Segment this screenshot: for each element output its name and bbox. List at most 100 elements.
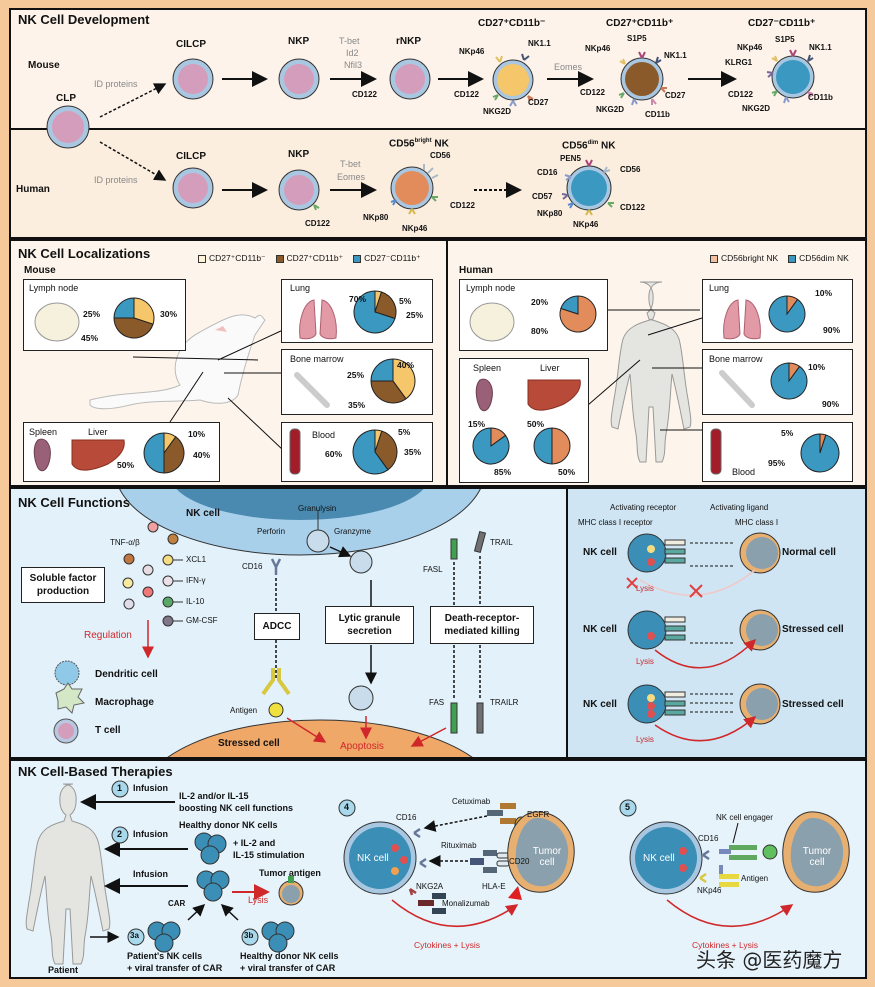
nk-cell-nucleus <box>176 489 424 520</box>
pie-slice <box>113 297 135 319</box>
lysis-label-row2: Lysis <box>636 657 654 666</box>
stage2-cell <box>618 51 667 106</box>
legend-label: CD56dim NK <box>799 253 849 263</box>
pie-label: 95% <box>768 458 786 468</box>
fas-icon <box>450 702 458 734</box>
nkp-label-human: NKP <box>288 149 310 160</box>
blood-tube-icon <box>289 428 301 475</box>
stage3-cd122: CD122 <box>728 90 753 99</box>
il10-label: IL-10 <box>186 597 205 606</box>
cd56dim-cell <box>561 159 614 216</box>
recognition-row-stressed1 <box>627 609 781 669</box>
pie-label: 10% <box>808 362 826 372</box>
normal-cell-label: Normal cell <box>782 547 836 558</box>
pie-slice <box>374 430 398 471</box>
step1-badge <box>111 780 129 798</box>
clp-label: CLP <box>56 93 76 104</box>
lysis-blocked-label: Lysis <box>636 584 654 593</box>
cilcp-cell-mouse <box>172 58 214 100</box>
pie-label: 85% <box>494 467 512 477</box>
lysis-label-car: Lysis <box>248 895 269 905</box>
tumor-cell-step4-label: Tumor cell <box>532 846 562 868</box>
perforin-label: Perforin <box>257 527 286 536</box>
pie-label: 15% <box>468 419 486 429</box>
pie-label: 50% <box>558 467 576 477</box>
antibody-icon <box>261 668 291 696</box>
legend-item: CD56bright NK <box>710 253 778 263</box>
nk-cell-row3: NK cell <box>583 699 617 710</box>
factor-tbet-mouse: T-bet <box>339 36 360 46</box>
pie-label: 40% <box>193 450 211 460</box>
therapies-title: NK Cell-Based Therapies <box>18 764 173 779</box>
rnkp-marker: CD122 <box>352 90 377 99</box>
cd56bright-cell <box>390 164 439 215</box>
cd56bright-suffix: NK <box>431 138 449 150</box>
trailr-icon <box>476 702 484 734</box>
cd16-receptor <box>413 827 421 839</box>
monalizumab-antibody <box>418 893 446 914</box>
legend-swatch <box>198 254 206 263</box>
stage2-title: CD27⁺CD11b⁺ <box>606 18 674 29</box>
spleen-icon <box>475 378 493 412</box>
stage2-cd122: CD122 <box>580 88 605 97</box>
step3b-text1: Healthy donor NK cells <box>240 951 339 961</box>
nk-cell-step4 <box>343 821 417 895</box>
engager-label: NK cell engager <box>716 813 773 822</box>
nkg2a-receptor <box>408 887 417 896</box>
t-cell-label: T cell <box>95 725 121 736</box>
therapies-panel <box>9 759 867 979</box>
divider <box>566 489 568 757</box>
step2-text1: + IL-2 and <box>233 838 276 848</box>
patient-nk-cluster <box>147 921 181 953</box>
step2-infusion: Infusion <box>133 829 168 839</box>
patient-label: Patient <box>48 965 79 975</box>
human-legend: CD56bright NK CD56dim NK <box>710 253 849 263</box>
legend-swatch <box>275 254 284 263</box>
donor-nk-cluster-3b <box>261 921 295 953</box>
cd56dim-suffix: NK <box>598 140 616 152</box>
bright-nkp46: NKp46 <box>402 224 428 233</box>
spleen-icon <box>33 438 51 472</box>
factor-eomes-human: Eomes <box>337 172 366 182</box>
step3-infusion: Infusion <box>133 869 168 879</box>
step5-outcome: Cytokines + Lysis <box>692 940 759 950</box>
factor-nfil3: Nfil3 <box>344 60 363 70</box>
bone-icon <box>719 370 755 408</box>
pie-label: 25% <box>406 310 424 320</box>
development-title: NK Cell Development <box>18 12 150 27</box>
id-proteins-mouse: ID proteins <box>94 79 138 89</box>
stage2-nkg2d: NKG2D <box>596 105 625 114</box>
pie-label: 50% <box>117 460 135 470</box>
tnf-label: TNF-α/β <box>110 538 140 547</box>
localizations-title: NK Cell Localizations <box>18 246 151 261</box>
step4-badge <box>338 799 356 817</box>
t-cell-icon <box>53 718 79 744</box>
trailr-label: TRAILR <box>490 698 519 707</box>
cd16-label: CD16 <box>242 562 263 571</box>
step4-outcome: Cytokines + Lysis <box>414 940 481 950</box>
cilcp-label-mouse: CILCP <box>176 39 206 50</box>
pie-chart <box>800 433 840 473</box>
activating-receptor-label: Activating receptor <box>610 503 677 512</box>
pie-slice <box>551 427 571 465</box>
nk-cell-row2: NK cell <box>583 624 617 635</box>
nk-cell-step5 <box>629 821 703 895</box>
nk-cell-engager-icon <box>719 845 757 887</box>
pie-slice <box>800 433 840 473</box>
apoptosis-label: Apoptosis <box>340 741 384 752</box>
granule-icon <box>349 550 373 574</box>
pie-label: 10% <box>188 429 206 439</box>
legend-swatch <box>353 254 362 263</box>
pie-slice <box>352 429 389 475</box>
mouse-liver-label: Liver <box>88 427 108 437</box>
pie-slice <box>560 295 579 315</box>
human-blood-label: Blood <box>732 467 756 477</box>
step1-text2: boosting NK cell functions <box>179 803 293 813</box>
mouse-blood-label: Blood <box>312 430 336 440</box>
stage3-klrg1: KLRG1 <box>725 58 753 67</box>
pie-label: 90% <box>823 325 841 335</box>
pie-slice <box>533 427 553 465</box>
granule-icon <box>348 685 374 711</box>
step5-cd16: CD16 <box>698 834 719 843</box>
hla-e-label: HLA-E <box>482 882 506 891</box>
